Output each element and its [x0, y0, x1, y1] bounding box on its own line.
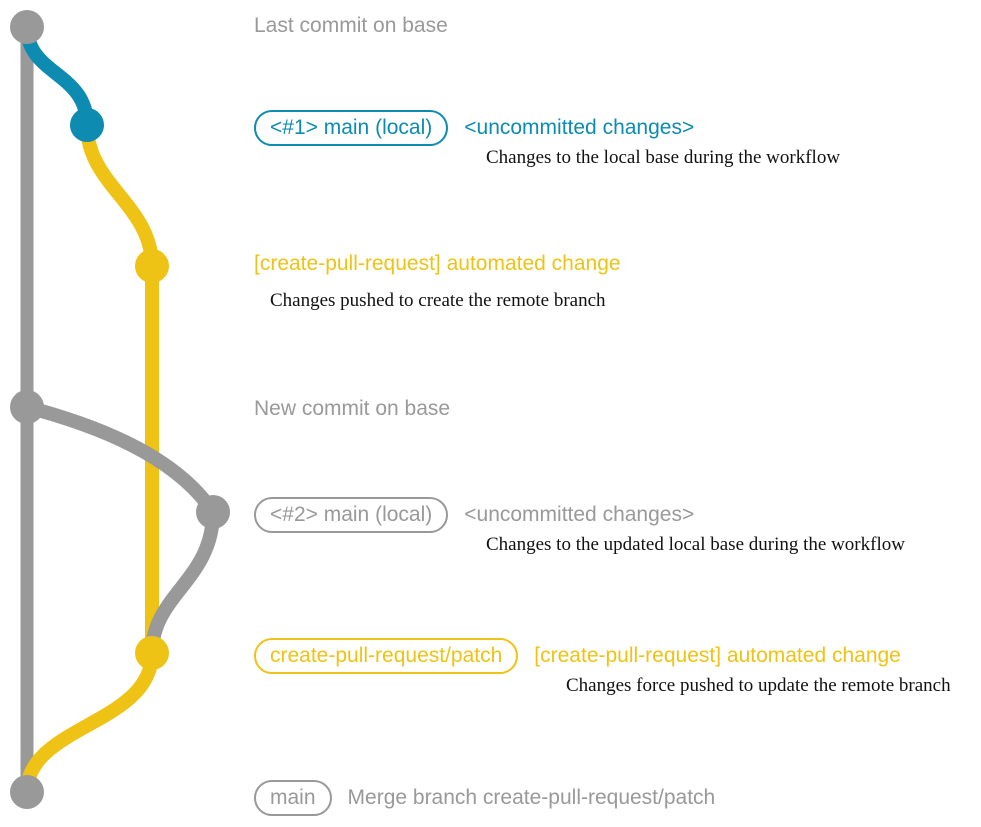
commit-subject: Last commit on base	[254, 14, 448, 37]
remote-branch-line-upper	[80, 118, 159, 273]
commit-node-local-2[interactable]	[196, 495, 230, 529]
commit-body-note-remote-create: Changes pushed to create the remote bran…	[270, 290, 606, 311]
commit-row-merge: main Merge branch create-pull-request/pa…	[254, 780, 715, 816]
commit-node-remote-1[interactable]	[135, 249, 169, 283]
commit-subject: New commit on base	[254, 397, 451, 420]
commit-body-note-local-1: Changes to the local base during the wor…	[486, 147, 841, 168]
commit-row-remote-update: create-pull-request/patch [create-pull-r…	[254, 638, 901, 674]
commit-node-local-1[interactable]	[70, 108, 104, 142]
commit-node-base-merge[interactable]	[10, 775, 44, 809]
commit-subject: <uncommitted changes>	[464, 116, 695, 139]
rebase-branch-line-in	[145, 505, 220, 660]
branch-badge-main[interactable]: main	[254, 780, 332, 816]
branch-badge-local-1[interactable]: <#1> main (local)	[254, 110, 449, 146]
local-branch-line	[20, 20, 94, 132]
commit-body-note-local-2: Changes to the updated local base during…	[486, 534, 905, 555]
commit-row-new-commit: New commit on base	[254, 398, 450, 419]
branch-badge-local-2[interactable]: <#2> main (local)	[254, 497, 449, 533]
commit-subject: Merge branch create-pull-request/patch	[347, 786, 716, 809]
commit-row-last-commit: Last commit on base	[254, 15, 448, 36]
commit-node-base-new[interactable]	[10, 390, 44, 424]
merge-line	[20, 646, 159, 799]
commit-node-base-last[interactable]	[10, 10, 44, 44]
commit-body-note-remote-update: Changes force pushed to update the remot…	[566, 675, 951, 696]
commit-row-local-2: <#2> main (local) <uncommitted changes>	[254, 497, 694, 533]
branch-badge-create-pull-request-patch[interactable]: create-pull-request/patch	[254, 638, 519, 674]
commit-row-local-1: <#1> main (local) <uncommitted changes>	[254, 110, 694, 146]
commit-row-remote-create: [create-pull-request] automated change	[254, 253, 621, 274]
rebase-branch-line-out	[20, 400, 220, 519]
commit-subject: [create-pull-request] automated change	[534, 644, 901, 667]
commit-node-remote-2[interactable]	[135, 636, 169, 670]
commit-subject: [create-pull-request] automated change	[254, 252, 621, 275]
commit-subject: <uncommitted changes>	[464, 503, 695, 526]
